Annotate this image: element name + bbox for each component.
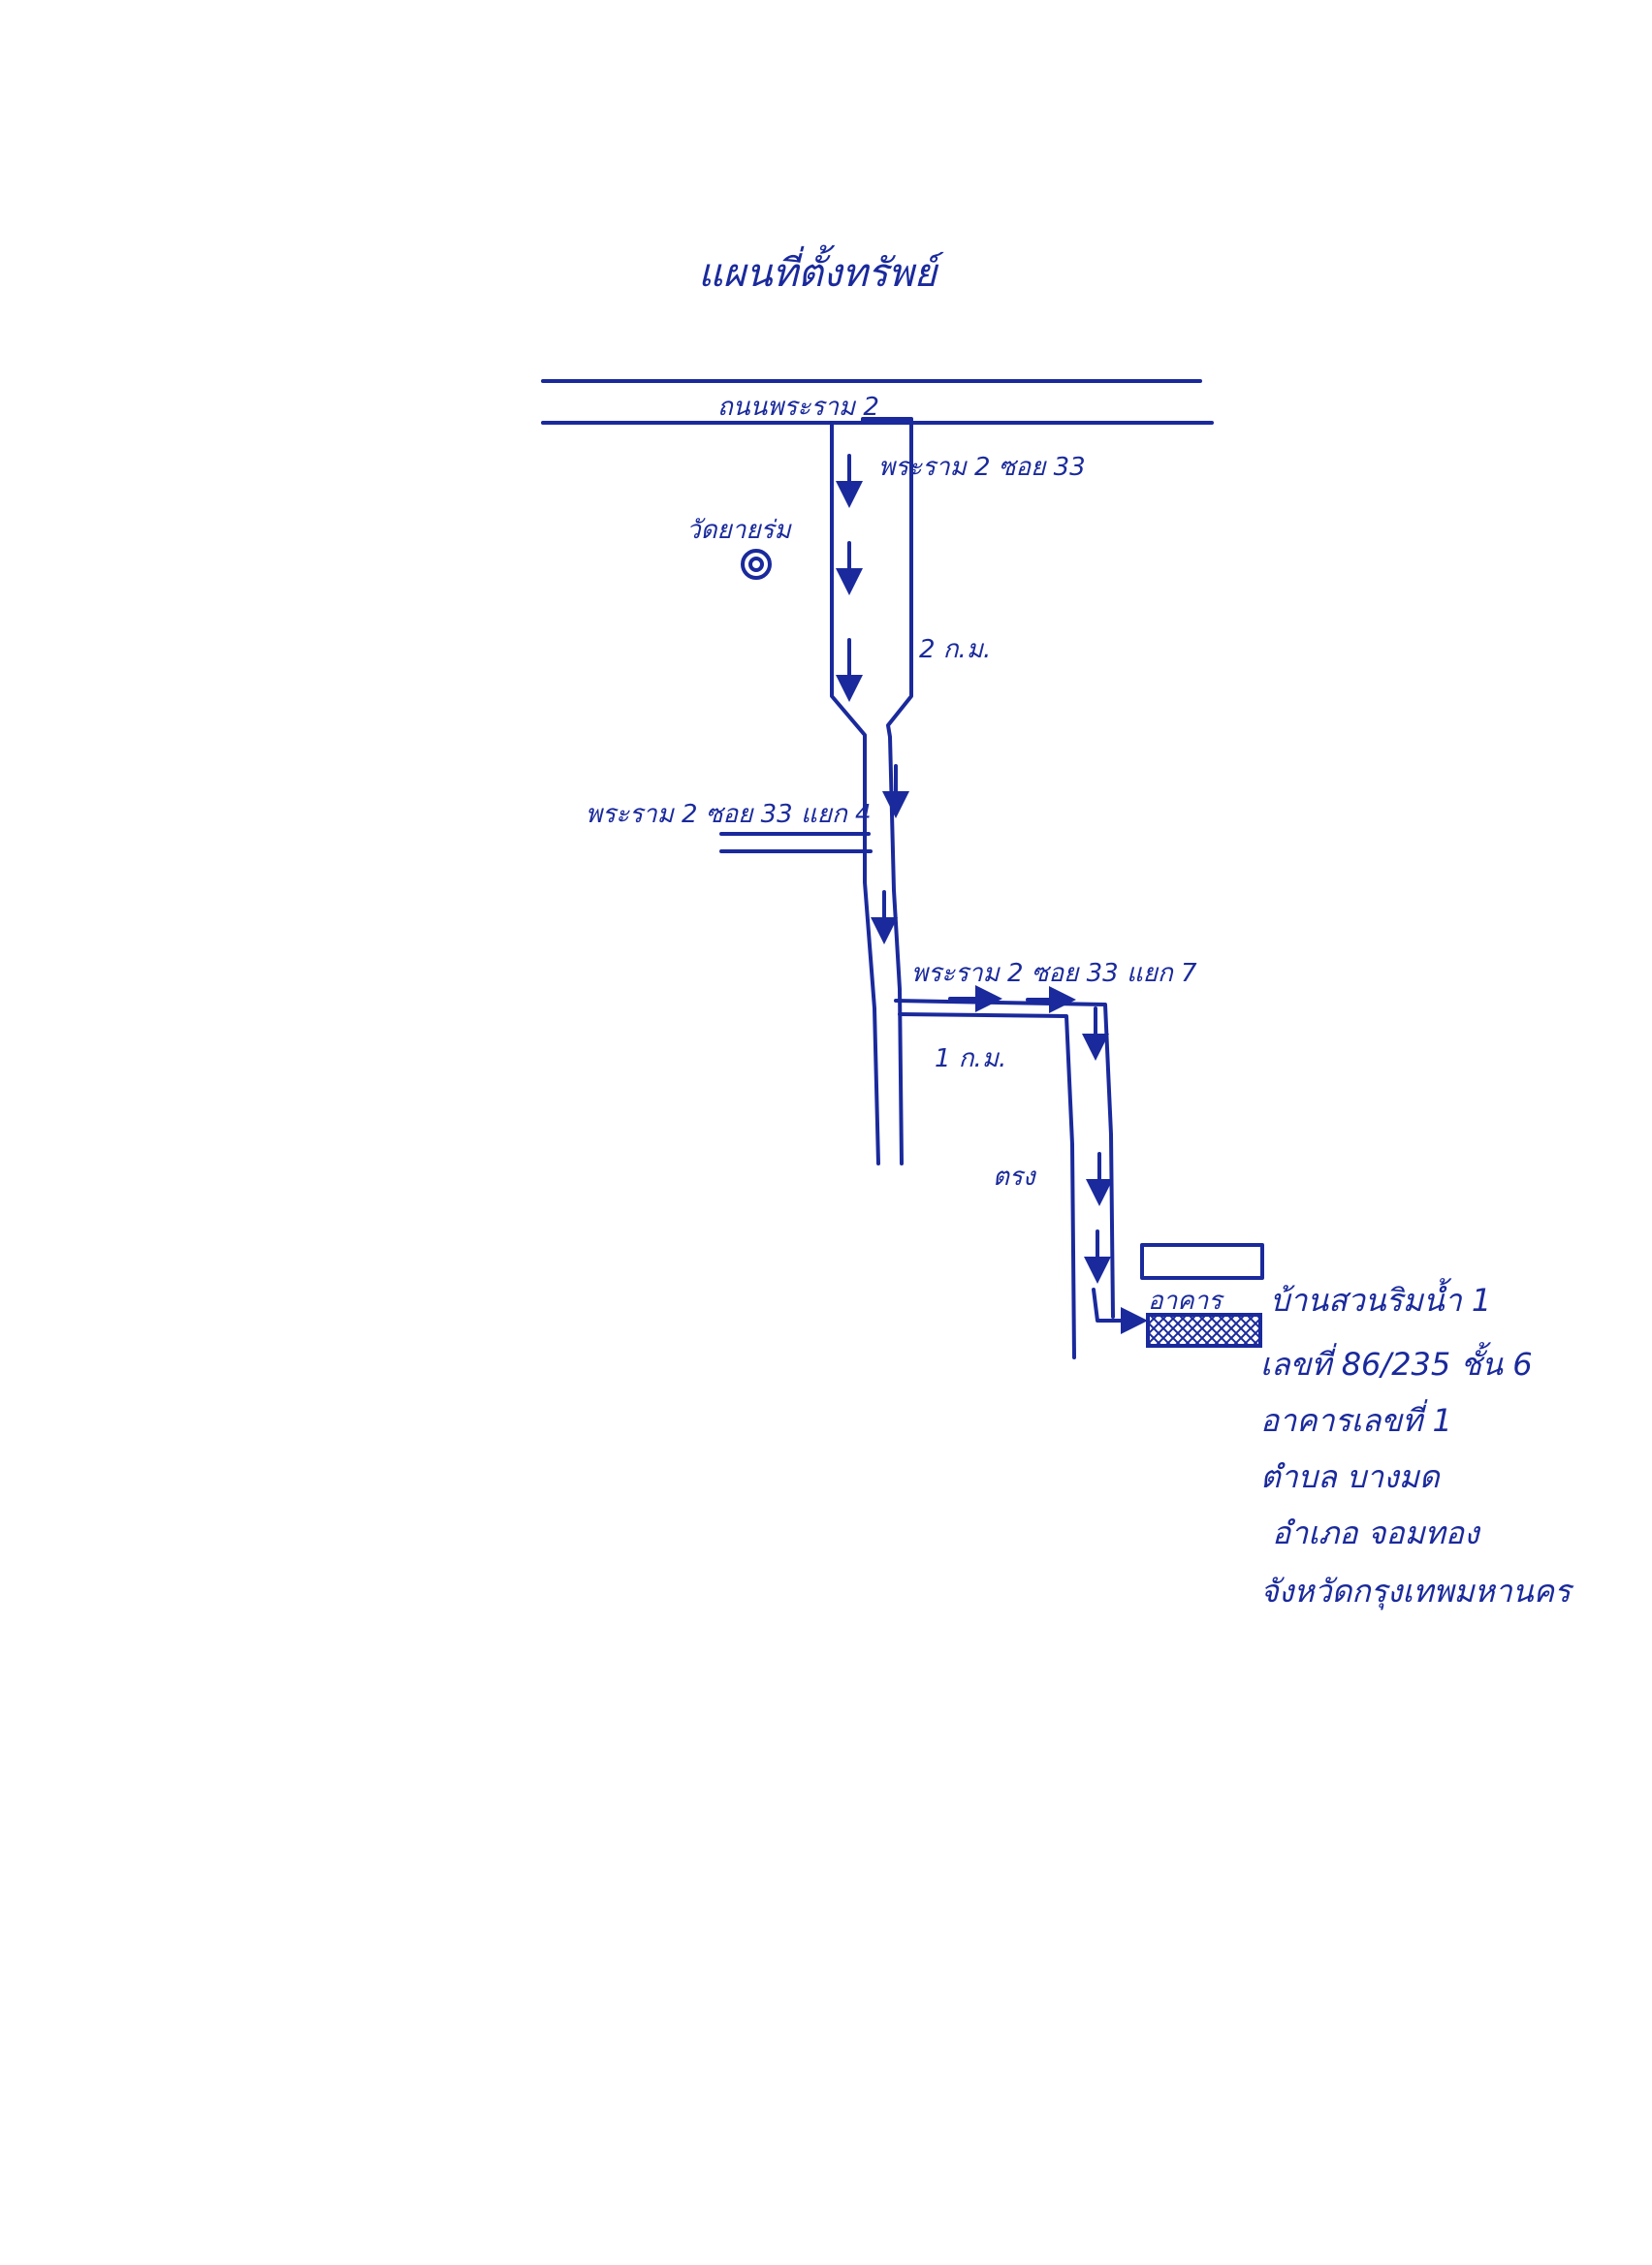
soi-33-yaek-7-label: พระราม 2 ซอย 33 แยก 7 [911,959,1197,988]
main-road [541,379,1214,425]
landmark-label: วัดยายร่ม [686,516,793,545]
property-marker [1146,1313,1262,1348]
address-line-5: อำเภอ จอมทอง [1272,1515,1481,1551]
soi-33-yaek-4-label: พระราม 2 ซอย 33 แยก 4 [586,800,872,829]
route-arrows [836,454,1148,1334]
address-line-1: บ้านสวนริมน้ำ 1 [1270,1278,1491,1319]
soi-33-label: พระราม 2 ซอย 33 [878,453,1086,482]
distance-straight-label: ตรง [993,1163,1037,1192]
address-line-2: เลขที่ 86/235 ชั้น 6 [1260,1342,1533,1383]
distance-1km-label: 1 ก.ม. [935,1044,1006,1073]
address-line-4: ตำบล บางมด [1260,1458,1442,1495]
main-road-label: ถนนพระราม 2 [717,393,879,422]
map-title: แผนที่ตั้งทรัพย์ [698,244,944,296]
building-outline [1140,1243,1264,1280]
soi-33-road [830,417,913,1165]
address-line-6: จังหวัดกรุงเทพมหานคร [1260,1573,1574,1611]
soi-33-yaek-4-road [719,832,873,853]
temple-icon [741,549,772,580]
distance-2km-label: 2 ก.ม. [919,635,991,664]
address-line-3: อาคารเลขที่ 1 [1260,1399,1452,1439]
building-tag-label: อาคาร [1148,1287,1224,1316]
